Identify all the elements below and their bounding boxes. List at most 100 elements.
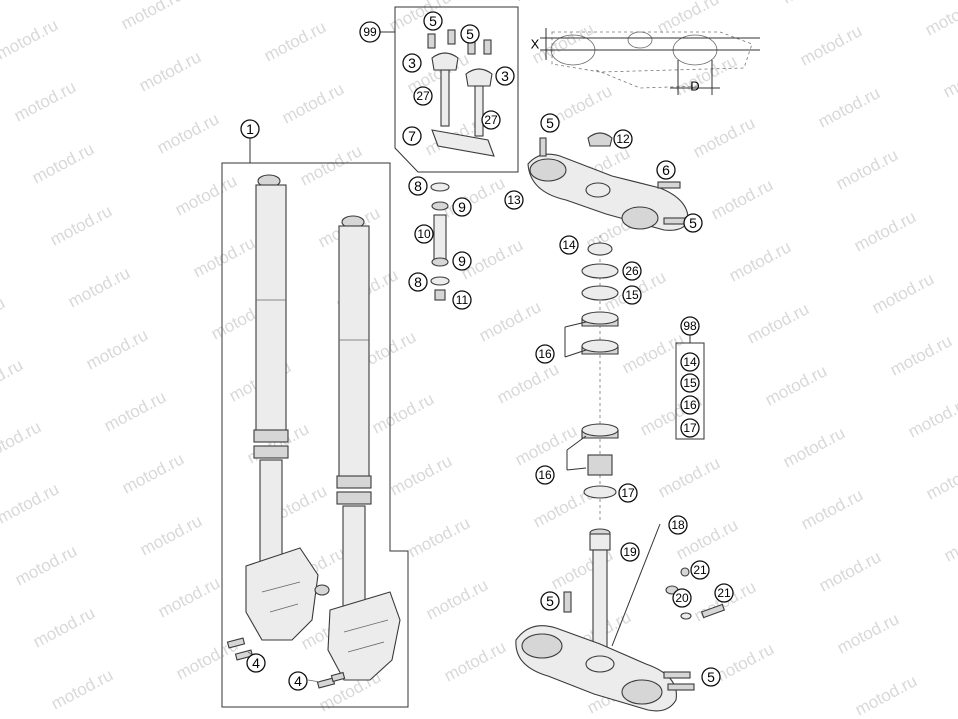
callout-16-label: 16 <box>538 468 552 482</box>
handlebar-clamp-kit-frame <box>380 6 519 173</box>
callout-9: 9 <box>452 197 472 217</box>
watermark-text: motod.ru <box>137 511 205 559</box>
callout-5: 5 <box>460 24 480 44</box>
watermark-text: motod.ru <box>655 453 723 501</box>
kit-98-item-17: 17 <box>680 418 700 438</box>
watermark-text: motod.ru <box>118 0 186 34</box>
callout-5-label: 5 <box>707 669 715 685</box>
watermark-text: motod.ru <box>297 141 365 189</box>
watermark-text: motod.ru <box>815 83 883 131</box>
callout-5-label: 5 <box>546 115 554 131</box>
watermark-text: motod.ru <box>619 329 687 377</box>
watermark-text: motod.ru <box>0 417 44 465</box>
watermark-text: motod.ru <box>940 53 958 101</box>
watermark-text: motod.ru <box>48 665 116 713</box>
watermark-text: motod.ru <box>65 263 133 311</box>
watermark-text: motod.ru <box>511 0 579 6</box>
callout-8: 8 <box>408 272 428 292</box>
callout-7: 7 <box>402 126 422 146</box>
dimension-d-label: D <box>690 79 699 94</box>
fork-cap-small-parts <box>430 182 450 301</box>
bearing-kit-frame <box>675 335 705 440</box>
watermark-text: motod.ru <box>816 547 884 595</box>
kit-98-item-16-label: 16 <box>683 398 697 412</box>
watermark-text: motod.ru <box>0 355 26 403</box>
watermark-text: motod.ru <box>440 173 508 221</box>
watermark-text: motod.ru <box>386 0 454 36</box>
callout-27-label: 27 <box>416 89 430 103</box>
callout-27: 27 <box>413 86 433 106</box>
callout-14: 14 <box>559 235 579 255</box>
kit-98-item-15: 15 <box>680 373 700 393</box>
watermark-text: motod.ru <box>726 237 794 285</box>
watermark-text: motod.ru <box>0 0 43 2</box>
handlebar-clamp-parts <box>427 29 495 157</box>
callout-27-label: 27 <box>484 113 498 127</box>
watermark-text: motod.ru <box>834 609 902 657</box>
callout-16-label: 16 <box>538 347 552 361</box>
watermark-text: motod.ru <box>708 175 776 223</box>
callout-11: 11 <box>452 290 472 310</box>
watermark-text: motod.ru <box>0 479 62 527</box>
callout-8-label: 8 <box>414 274 422 290</box>
dimension-x-label: X <box>531 37 540 52</box>
watermark-text: motod.ru <box>172 171 240 219</box>
watermark-text: motod.ru <box>441 637 509 685</box>
upper-triple-clamp <box>527 132 689 231</box>
callout-20: 20 <box>672 588 692 608</box>
watermark-text: motod.ru <box>779 0 847 8</box>
callout-4: 4 <box>288 671 308 691</box>
watermark-text: motod.ru <box>941 517 958 565</box>
callout-5-label: 5 <box>429 13 437 29</box>
callout-21-label: 21 <box>717 586 731 600</box>
callout-10: 10 <box>414 224 434 244</box>
left-fork-leg <box>245 174 330 641</box>
watermark-text: motod.ru <box>12 541 80 589</box>
callout-10-label: 10 <box>417 227 431 241</box>
callout-3-label: 3 <box>501 68 509 84</box>
watermark-text: motod.ru <box>744 299 812 347</box>
callout-6: 6 <box>656 160 676 180</box>
callout-99: 99 <box>359 21 381 43</box>
callout-8-label: 8 <box>414 178 422 194</box>
callout-15-label: 15 <box>625 288 639 302</box>
callout-4-label: 4 <box>294 673 302 689</box>
steering-bearing-stack <box>564 235 619 520</box>
watermark-text: motod.ru <box>83 325 151 373</box>
callout-5: 5 <box>540 591 560 611</box>
callout-5: 5 <box>701 667 721 687</box>
watermark-text: motod.ru <box>797 21 865 69</box>
kit-98-item-14-label: 14 <box>683 355 697 369</box>
callout-3: 3 <box>495 66 515 86</box>
fork-assembly-frame <box>221 137 409 708</box>
callout-16: 16 <box>535 344 555 364</box>
offset-dimension-diagram: X D <box>531 28 760 95</box>
watermark-text: motod.ru <box>11 77 79 125</box>
callout-9-label: 9 <box>458 253 466 269</box>
watermark-text: motod.ru <box>0 15 61 63</box>
callout-4: 4 <box>246 653 266 673</box>
kit-98-item-15-label: 15 <box>683 376 697 390</box>
kit-98-item-16: 16 <box>680 395 700 415</box>
watermark-text: motod.ru <box>101 387 169 435</box>
kit-98-item-14: 14 <box>680 352 700 372</box>
callout-9-label: 9 <box>458 199 466 215</box>
watermark-text: motod.ru <box>887 331 955 379</box>
callout-8: 8 <box>408 176 428 196</box>
right-fork-leg <box>327 215 401 681</box>
callout-layer: 1 99 5 5 3 3 27 27 7 8 9 10 9 8 11 5 12 … <box>240 11 734 691</box>
callout-5: 5 <box>683 213 703 233</box>
callout-18-label: 18 <box>671 518 685 532</box>
callout-5-label: 5 <box>689 215 697 231</box>
watermark-text: motod.ru <box>512 421 580 469</box>
callout-7-label: 7 <box>408 128 416 144</box>
callout-21: 21 <box>714 583 734 603</box>
callout-17-label: 17 <box>621 486 635 500</box>
callout-27: 27 <box>481 110 501 130</box>
watermark-text: motod.ru <box>852 671 920 719</box>
callout-11-label: 11 <box>456 293 469 307</box>
callout-3: 3 <box>402 53 422 73</box>
watermark-text: motod.ru <box>405 513 473 561</box>
callout-17: 17 <box>618 483 638 503</box>
